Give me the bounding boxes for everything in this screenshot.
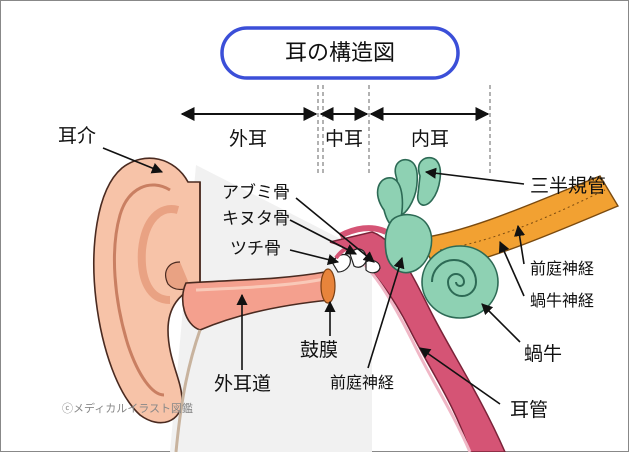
ear-canal-highlight — [195, 277, 325, 292]
vestibular-nerve-lower-label: 前庭神経 — [330, 373, 394, 392]
malleus-leader — [289, 249, 340, 265]
vestibular-lower-leader — [367, 256, 405, 369]
title-box: 耳の構造図 — [220, 26, 460, 80]
auricle-leader — [102, 147, 164, 174]
section-dividers — [317, 85, 491, 175]
vestibular-nerve-label: 前庭神経 — [530, 259, 594, 278]
leader-lines — [102, 147, 526, 405]
inner-ear-label: 内耳 — [411, 128, 449, 150]
cochlear-nerve-label: 蝸牛神経 — [530, 291, 594, 310]
ear-canal-shape — [181, 271, 331, 331]
auricle-label: 耳介 — [58, 125, 96, 147]
stapes-label: アブミ骨 — [222, 182, 290, 203]
tympanic-cavity-top — [338, 225, 388, 239]
diagram-title: 耳の構造図 — [285, 41, 395, 66]
stapes-leader — [295, 197, 375, 263]
semicircular-label: 三半規管 — [530, 175, 606, 197]
incus-label: キヌタ骨 — [222, 209, 290, 229]
cochlear-nerve-leader — [498, 240, 525, 297]
cochlea-label: 蝸牛 — [524, 343, 562, 365]
semicircular-leader — [424, 167, 525, 185]
eustachian-leader — [419, 347, 501, 405]
eustachian-tube — [329, 231, 506, 452]
middle-ear-label: 中耳 — [325, 128, 363, 150]
eustachian-label: 耳管 — [510, 399, 548, 421]
auricle-shape — [93, 157, 201, 424]
copyright-credit: ⓒメディカルイラスト図鑑 — [62, 401, 193, 415]
incus-leader — [289, 219, 357, 255]
eardrum-shape — [320, 268, 336, 304]
outer-ear-label: 外耳 — [229, 128, 267, 150]
title-border — [220, 26, 460, 80]
vestibular-nerve-leader — [514, 224, 526, 265]
cochlea-leader — [481, 303, 521, 343]
eardrum-label: 鼓膜 — [300, 339, 338, 361]
malleus-label: ツチ骨 — [230, 239, 281, 259]
cochlea-spiral — [431, 259, 478, 297]
ear-canal-label: 外耳道 — [214, 373, 271, 395]
skin-outline — [174, 329, 202, 452]
